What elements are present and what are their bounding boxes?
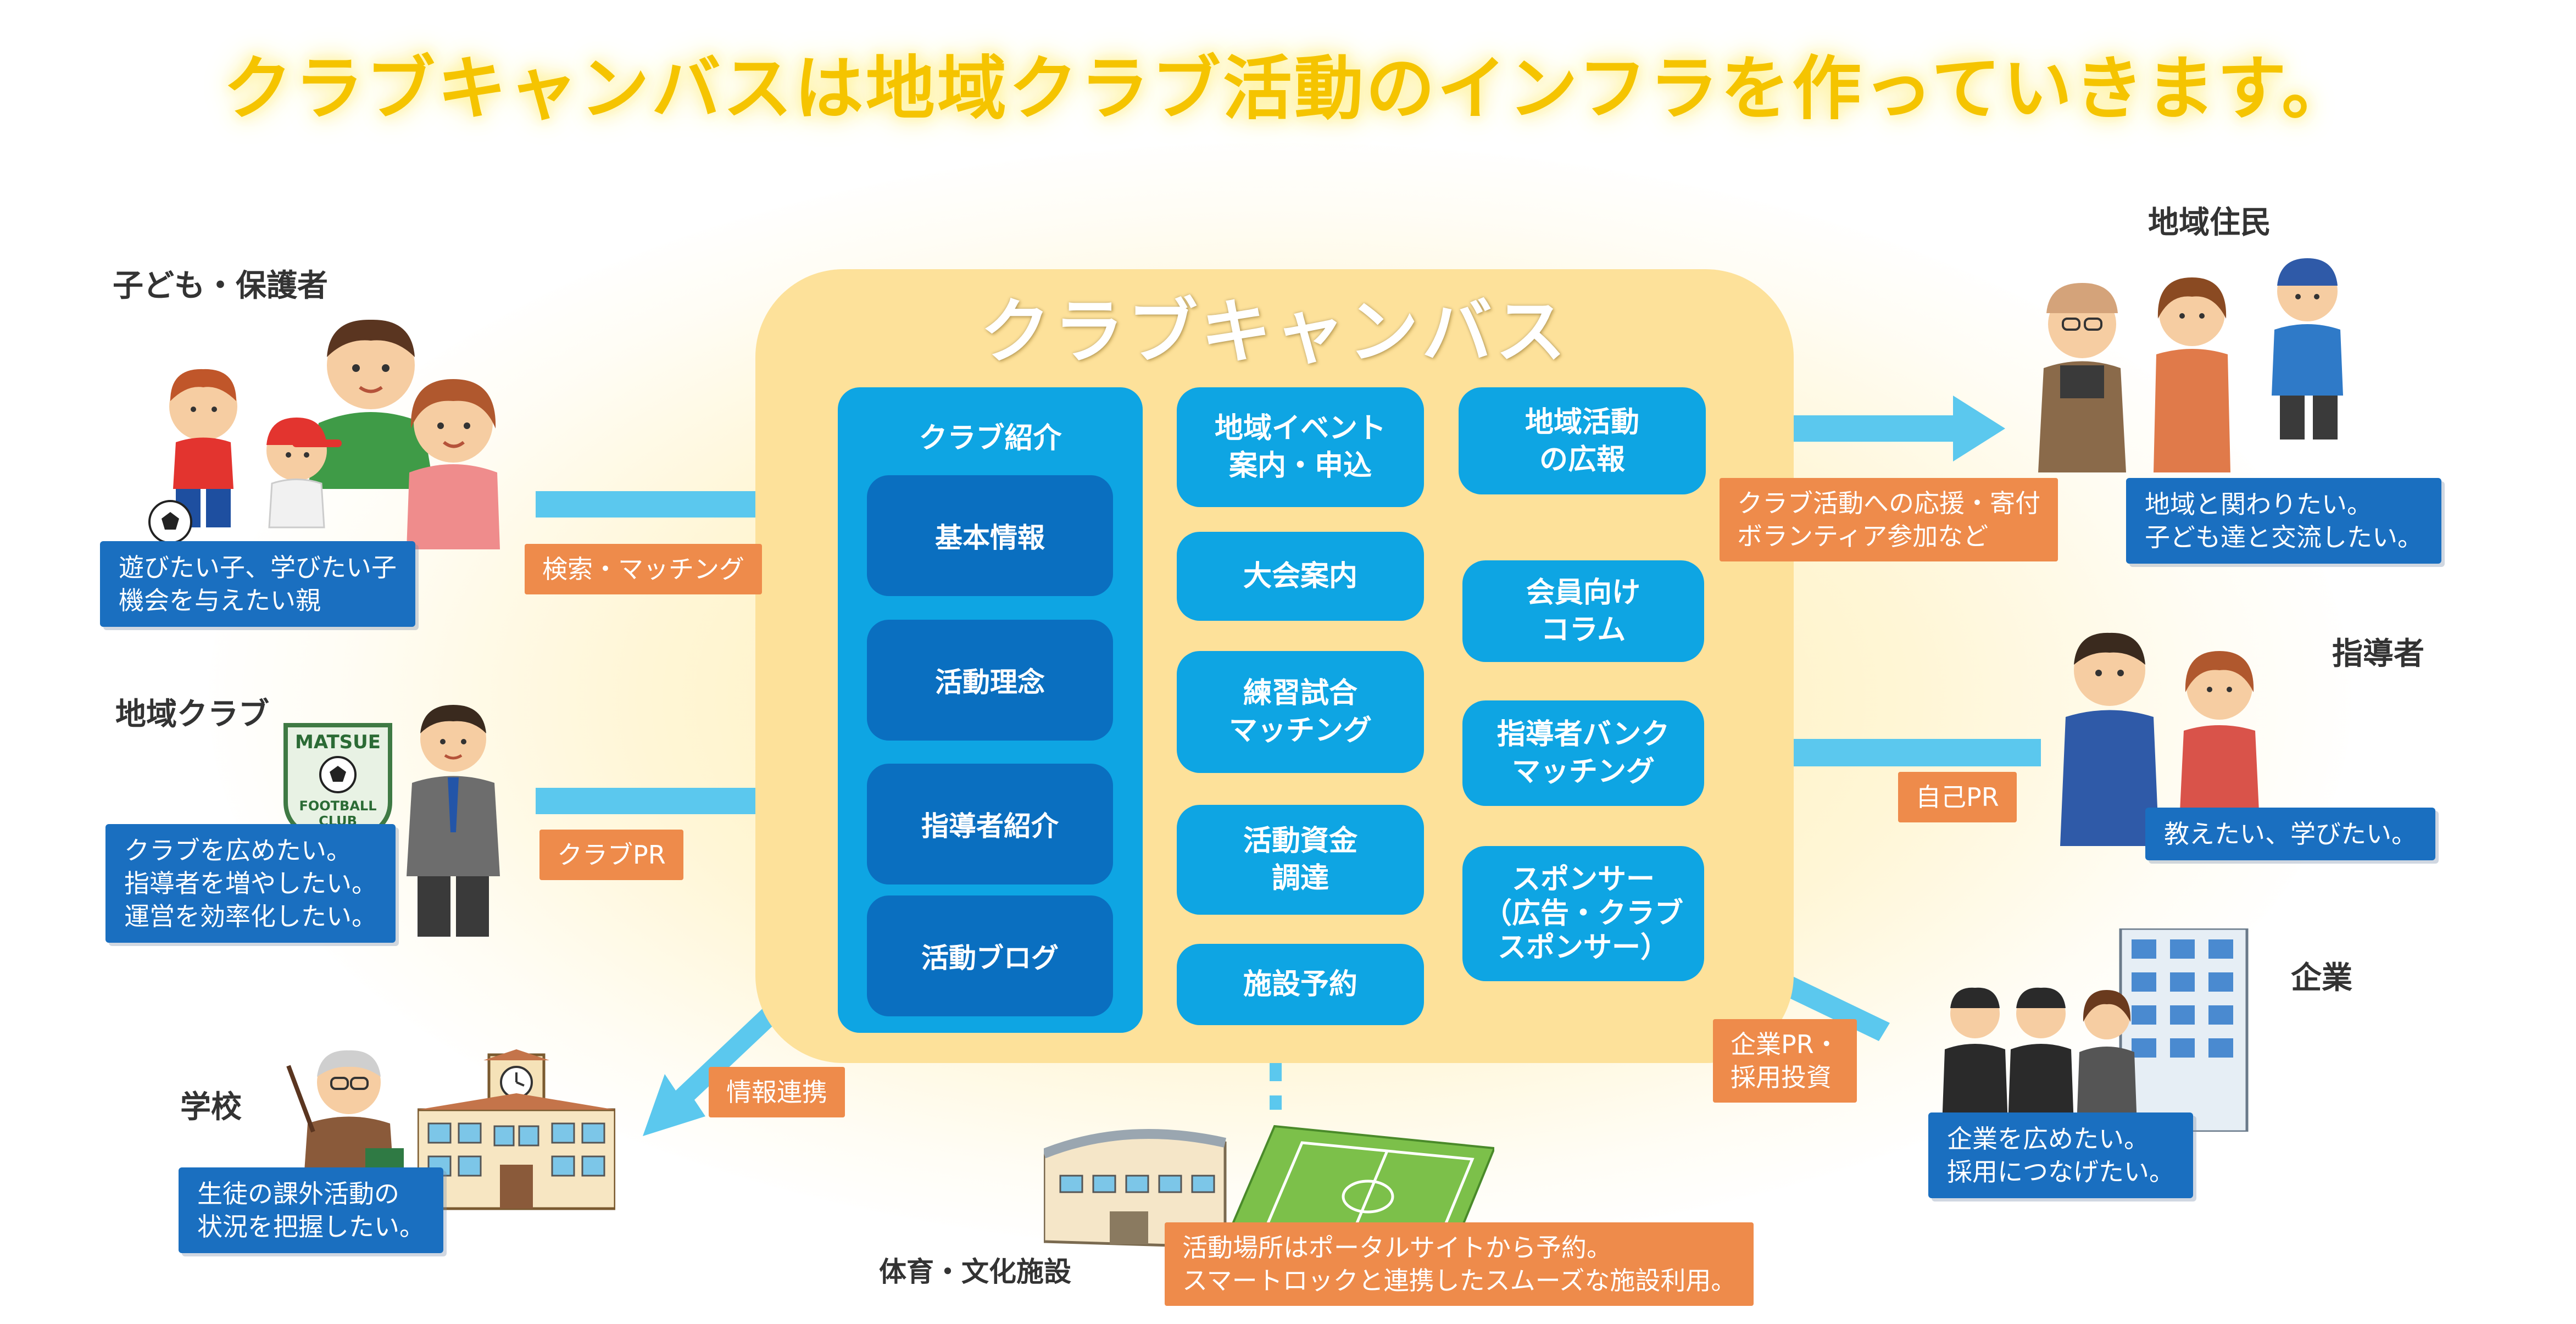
arrow-coaches-to-center [1731,714,2041,791]
heading-companies: 企業 [2291,960,2352,996]
desc-children-parents: 遊びたい子、学びたい子 機会を与えたい親 [100,541,415,627]
link-info-sharing: 情報連携 [709,1067,845,1117]
desc-school: 生徒の課外活動の 状況を把握したい。 [179,1167,443,1253]
club-intro-item-blog[interactable]: 活動ブログ [867,895,1113,1016]
desc-coaches: 教えたい、学びたい。 [2145,808,2435,860]
feature-sponsor[interactable]: スポンサー （広告・クラブ スポンサー） [1462,846,1704,981]
heading-facilities: 体育・文化施設 [879,1256,1071,1288]
school-building-icon [418,1049,615,1210]
club-intro-item-philosophy[interactable]: 活動理念 [867,620,1113,741]
club-intro-item-coaches[interactable]: 指導者紹介 [867,764,1113,884]
link-club-pr: クラブPR [539,830,683,880]
children-illustration [148,319,500,549]
heading-residents: 地域住民 [2148,205,2271,241]
heading-school: 学校 [180,1089,242,1125]
desc-facilities: 活動場所はポータルサイトから予約。 スマートロックと連携したスムーズな施設利用。 [1165,1222,1754,1306]
feature-local-pr[interactable]: 地域活動 の広報 [1459,387,1706,494]
desc-local-clubs: クラブを広めたい。 指導者を増やしたい。 運営を効率化したい。 [105,824,396,943]
center-title: クラブキャンバス [980,291,1569,373]
coach-illustration [407,705,500,937]
residents-illustration [2038,258,2343,472]
link-search-matching: 検索・マッチング [525,544,762,594]
feature-local-events[interactable]: 地域イベント 案内・申込 [1177,387,1424,507]
link-support-donation: クラブ活動への応援・寄付 ボランティア参加など [1720,478,2058,561]
club-intro-item-basic-info[interactable]: 基本情報 [867,475,1113,596]
feature-facility-booking[interactable]: 施設予約 [1177,944,1424,1025]
arrow-center-residents [1728,396,2005,461]
club-intro-title: クラブ紹介 [919,422,1062,455]
link-self-pr: 自己PR [1898,772,2017,822]
club-logo-top-text: MATSUE [295,731,381,753]
feature-member-column[interactable]: 会員向け コラム [1462,560,1704,662]
feature-tournaments[interactable]: 大会案内 [1177,532,1424,621]
heading-children-parents: 子ども・保護者 [113,268,328,304]
office-building-icon [2119,928,2249,1132]
heading-coaches: 指導者 [2332,636,2424,672]
arrow-children-to-center [536,471,810,537]
feature-coach-bank[interactable]: 指導者バンク マッチング [1462,700,1704,806]
page-title: クラブキャンバスは地域クラブ活動のインフラを作っていきます。 [222,48,2354,129]
arrow-club-to-center [536,768,810,834]
desc-companies: 企業を広めたい。 採用につなげたい。 [1928,1112,2193,1198]
feature-practice-match[interactable]: 練習試合 マッチング [1177,651,1424,773]
business-people-illustration [1942,987,2137,1126]
feature-funding[interactable]: 活動資金 調達 [1177,805,1424,915]
desc-residents: 地域と関わりたい。 子ども達と交流したい。 [2126,478,2441,564]
link-company-pr-recruit: 企業PR・ 採用投資 [1713,1019,1857,1103]
heading-local-clubs: 地域クラブ [115,697,269,732]
